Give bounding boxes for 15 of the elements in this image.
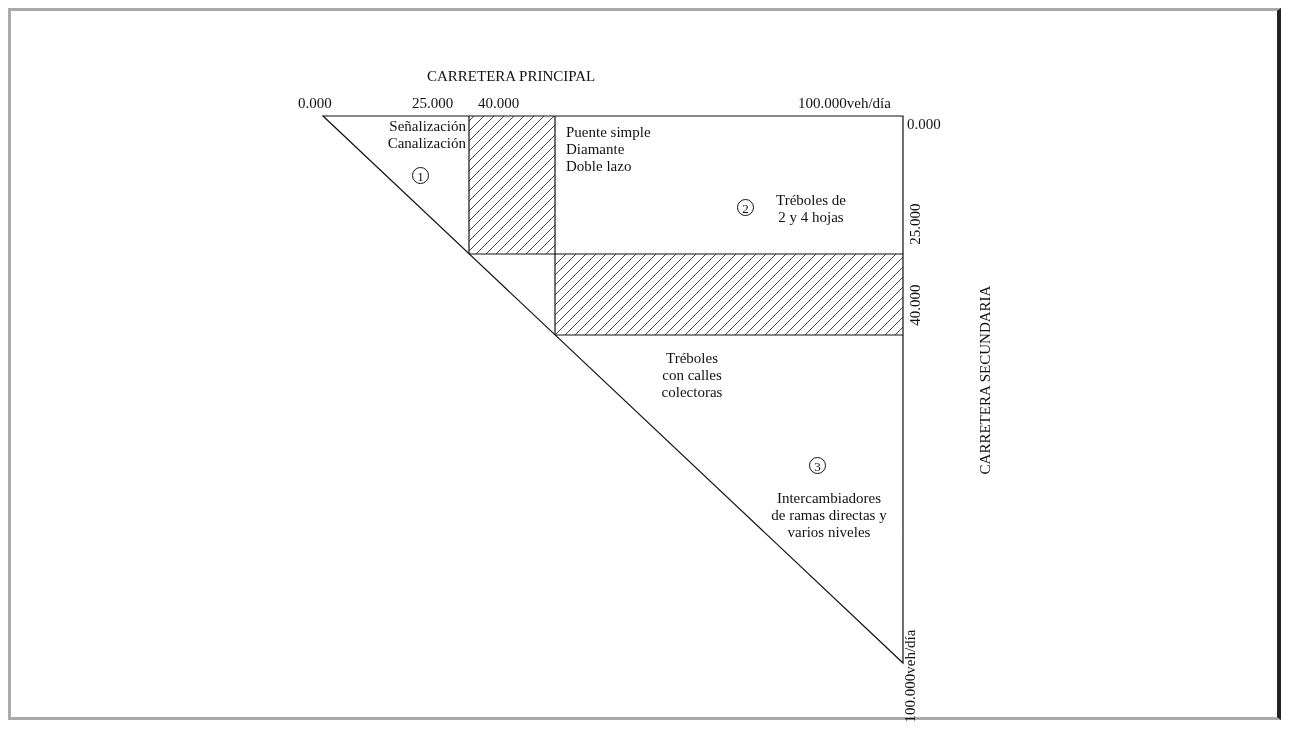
scale-value: 0.000 — [298, 95, 332, 112]
scale-value: 40.000 — [906, 284, 924, 326]
scale-value: 25.000 — [412, 95, 454, 112]
scale-value: 100.000veh/día — [901, 629, 919, 723]
zone-description: Tréboles con calles colectoras — [660, 350, 724, 401]
scale-value: 25.000 — [906, 203, 924, 245]
zone-description: Intercambiadores de ramas directas y varios niveles — [770, 490, 888, 541]
scale-value: 40.000 — [478, 95, 520, 112]
zone-description: Tréboles de 2 y 4 hojas — [775, 192, 847, 226]
zone-description: Señalización Canalización — [386, 118, 466, 152]
road-label: CARRETERA SECUNDARIA — [976, 285, 994, 475]
road-label: CARRETERA PRINCIPAL — [427, 68, 596, 85]
scale-value: 0.000 — [907, 116, 941, 133]
scale-value: 100.000veh/día — [798, 95, 891, 112]
zone-description: Puente simple Diamante Doble lazo — [566, 124, 652, 175]
